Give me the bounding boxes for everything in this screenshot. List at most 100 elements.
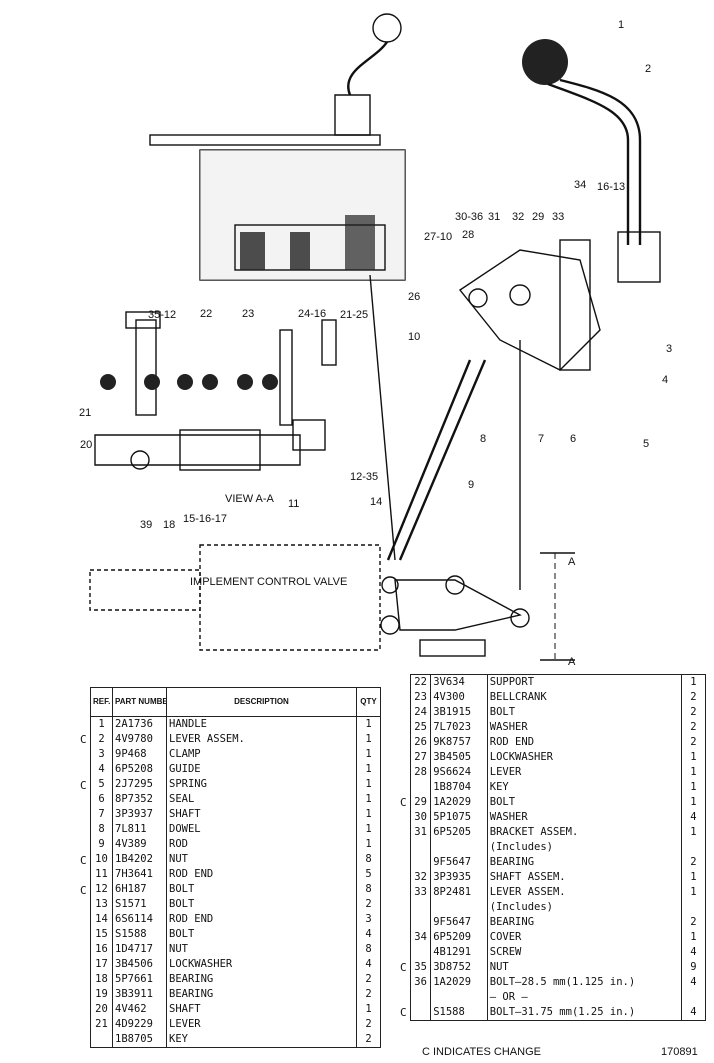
qty-cell: 2: [356, 987, 381, 1002]
lever-ball: [522, 39, 568, 85]
part-number-cell: 4B1291: [430, 945, 488, 960]
ref-no-cell: 18: [90, 972, 113, 987]
description-cell: – OR –: [486, 990, 682, 1005]
part-number-cell: S1588: [430, 1005, 488, 1021]
header-description: DESCRIPTION: [166, 687, 357, 717]
callout: 18: [163, 519, 175, 531]
callout: 6: [570, 433, 576, 445]
part-number-cell: 8P2481: [430, 885, 488, 900]
description-cell: BEARING: [486, 915, 682, 930]
qty-cell: 2: [680, 690, 706, 705]
qty-cell: 1: [680, 674, 706, 690]
callout: 2: [645, 63, 651, 75]
qty-cell: 1: [680, 765, 706, 780]
callout: 20: [80, 439, 92, 451]
qty-cell: 1: [356, 762, 381, 777]
callout: 33: [552, 211, 564, 223]
description-cell: (Includes): [486, 900, 682, 915]
ref-no-cell: 10: [90, 852, 113, 867]
part-number-cell: [430, 990, 488, 1005]
ref-no-cell: [90, 1032, 113, 1048]
part-number-cell: 3B4506: [112, 957, 167, 972]
callout: 16-13: [597, 181, 625, 193]
part-number-cell: 8P7352: [112, 792, 167, 807]
qty-cell: 1: [356, 732, 381, 747]
header-qty: QTY: [356, 687, 381, 717]
ref-no-cell: [409, 990, 431, 1005]
description-cell: BOLT: [166, 897, 357, 912]
description-cell: BEARING: [486, 855, 682, 870]
callout: 15-16-17: [183, 513, 227, 525]
change-mark: C: [80, 779, 87, 792]
description-cell: LEVER ASSEM.: [486, 885, 682, 900]
callout: 4: [662, 374, 668, 386]
callout: 1: [618, 19, 624, 31]
ref-no-cell: 5: [90, 777, 113, 792]
change-mark: C: [80, 733, 87, 746]
ref-no-cell: [409, 840, 431, 855]
callout: 3: [666, 343, 672, 355]
callout: 5: [643, 438, 649, 450]
part-number-cell: 3P3935: [430, 870, 488, 885]
qty-cell: 2: [680, 855, 706, 870]
part-number-cell: 4V462: [112, 1002, 167, 1017]
section-mark-bottom: A: [568, 656, 576, 668]
exploded-parts-diagram: VIEW A-A IMPLEMENT CONTROL VALVE A A 1 2…: [79, 13, 672, 668]
ref-no-cell: 21: [90, 1017, 113, 1032]
qty-cell: 2: [680, 705, 706, 720]
part-number-cell: [430, 840, 488, 855]
ref-no-cell: 7: [90, 807, 113, 822]
callout: 27-10: [424, 231, 452, 243]
part-number-cell: 4V389: [112, 837, 167, 852]
description-cell: DOWEL: [166, 822, 357, 837]
knob: [372, 13, 402, 43]
description-cell: BEARING: [166, 972, 357, 987]
qty-cell: 2: [356, 972, 381, 987]
ref-no-cell: 28: [409, 765, 431, 780]
part-number-cell: 1B8704: [430, 780, 488, 795]
qty-cell: [680, 990, 706, 1005]
description-cell: SPRING: [166, 777, 357, 792]
callout: 30-36: [455, 211, 483, 223]
description-cell: BELLCRANK: [486, 690, 682, 705]
callout: 28: [462, 229, 474, 241]
qty-cell: 4: [680, 810, 706, 825]
description-cell: ROD END: [166, 912, 357, 927]
callout: 32: [512, 211, 524, 223]
description-cell: SHAFT: [166, 807, 357, 822]
description-cell: SHAFT: [166, 1002, 357, 1017]
callout: 24-16: [298, 308, 326, 320]
ref-no-cell: 16: [90, 942, 113, 957]
description-cell: LEVER ASSEM.: [166, 732, 357, 747]
qty-cell: 8: [356, 882, 381, 897]
ref-no-cell: 31: [409, 825, 431, 840]
qty-cell: 1: [680, 885, 706, 900]
callout: 14: [370, 496, 382, 508]
ref-no-cell: [409, 1005, 431, 1021]
ref-no-cell: 22: [409, 674, 431, 690]
callout: 21-25: [340, 309, 368, 321]
ref-no-cell: 3: [90, 747, 113, 762]
qty-cell: 4: [356, 957, 381, 972]
callout: 35-12: [148, 309, 176, 321]
description-cell: BEARING: [166, 987, 357, 1002]
